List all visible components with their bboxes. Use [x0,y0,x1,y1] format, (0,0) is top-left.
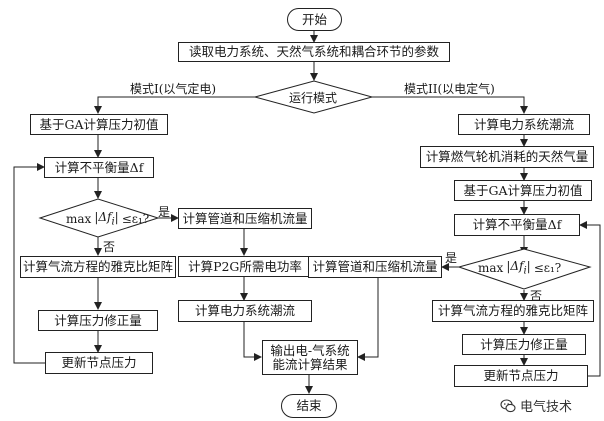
mode2-label: 模式II(以电定气) [404,82,495,96]
watermark: 电气技术 [500,396,572,415]
right-ga-init-box: 基于GA计算压力初值 [454,180,592,201]
middle-power-flow-box: 计算电力系统潮流 [178,300,312,322]
right-yes-label: 是 [445,251,458,265]
output-box: 输出电-气系统能流计算结果 [262,340,358,375]
left-update-node-box: 更新节点压力 [45,352,153,374]
left-yes-label: 是 [158,205,171,219]
left-condition-diamond [38,198,160,238]
right-gas-turbine-box: 计算燃气轮机消耗的天然气量 [420,146,594,168]
right-pipe-flow-box: 计算管道和压缩机流量 [308,256,442,278]
wechat-icon [500,398,516,412]
middle-p2g-power-box: 计算P2G所需电功率 [178,256,312,277]
middle-pipe-flow-box: 计算管道和压缩机流量 [178,208,312,229]
right-pressure-corr-box: 计算压力修正量 [462,334,586,355]
read-params-box: 读取电力系统、天然气系统和耦合环节的参数 [178,42,450,62]
right-update-node-box: 更新节点压力 [454,365,588,387]
left-jacobian-box: 计算气流方程的雅克比矩阵 [20,256,176,278]
end-terminal: 结束 [281,394,337,418]
left-pressure-corr-box: 计算压力修正量 [38,310,158,331]
right-power-flow-box: 计算电力系统潮流 [458,114,590,135]
right-condition-diamond [457,248,592,290]
right-jacobian-box: 计算气流方程的雅克比矩阵 [432,300,594,322]
mode-decision-label: 运行模式 [289,91,338,105]
left-ga-init-box: 基于GA计算压力初值 [30,114,168,135]
left-no-label: 否 [103,240,116,254]
start-terminal: 开始 [287,8,342,31]
right-condition-expr: |Δfi| [506,259,531,277]
left-calc-mismatch-box: 计算不平衡量Δf [44,157,154,178]
left-condition-text: max |Δfi| ≤ε₁? [66,210,150,228]
right-calc-mismatch-box: 计算不平衡量Δf [454,214,580,236]
mode1-label: 模式I(以气定电) [130,82,217,96]
right-no-label: 否 [530,289,543,303]
left-condition-expr: |Δfi| [94,210,119,228]
mode-decision-diamond [253,80,374,114]
right-condition-text: max |Δfi| ≤ε₁? [478,259,562,277]
